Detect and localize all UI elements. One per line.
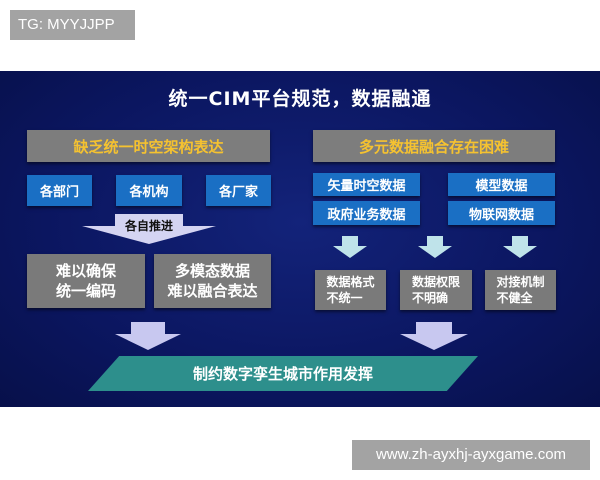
problem-line: 多模态数据 <box>174 262 250 280</box>
data-type-box: 矢量时空数据 <box>313 173 420 196</box>
problem-line: 不统一 <box>326 291 363 305</box>
slide-background <box>0 71 600 407</box>
data-type-box: 政府业务数据 <box>313 201 420 225</box>
conclusion-banner: 制约数字孪生城市作用发挥 <box>88 356 478 391</box>
arrow-label: 各自推进 <box>124 219 173 233</box>
data-type-box: 物联网数据 <box>448 201 555 225</box>
source-box: 各部门 <box>27 175 92 206</box>
arrow-down-icon <box>115 322 181 350</box>
slide-title: 统一CIM平台规范，数据融通 <box>168 88 432 110</box>
problem-line: 不明确 <box>411 291 448 305</box>
tg-label: TG: MYYJJPP <box>10 10 135 40</box>
problem-line: 难以确保 <box>55 262 116 280</box>
problem-box: 数据权限不明确 <box>400 270 472 310</box>
problem-line: 对接机制 <box>496 275 545 289</box>
problem-line: 数据格式 <box>326 275 375 289</box>
problem-line: 难以融合表达 <box>167 282 258 300</box>
problem-box: 对接机制不健全 <box>485 270 556 310</box>
data-type-box: 模型数据 <box>448 173 555 196</box>
source-box: 各机构 <box>116 175 182 206</box>
problem-box: 难以确保统一编码 <box>27 254 145 308</box>
problem-box: 多模态数据难以融合表达 <box>154 254 271 308</box>
watermark: www.zh-ayxhj-ayxgame.com <box>352 440 590 470</box>
right-header: 多元数据融合存在困难 <box>313 130 555 162</box>
problem-line: 统一编码 <box>55 282 116 300</box>
source-box: 各厂家 <box>206 175 271 206</box>
arrow-down-icon <box>503 236 537 258</box>
arrow-down-icon <box>418 236 452 258</box>
arrow-down-icon <box>400 322 468 350</box>
left-header: 缺乏统一时空架构表达 <box>27 130 270 162</box>
problem-line: 不健全 <box>496 291 533 305</box>
arrow-down-icon <box>82 214 216 244</box>
arrow-down-icon <box>333 236 367 258</box>
problem-line: 数据权限 <box>411 275 460 289</box>
problem-box: 数据格式不统一 <box>315 270 386 310</box>
